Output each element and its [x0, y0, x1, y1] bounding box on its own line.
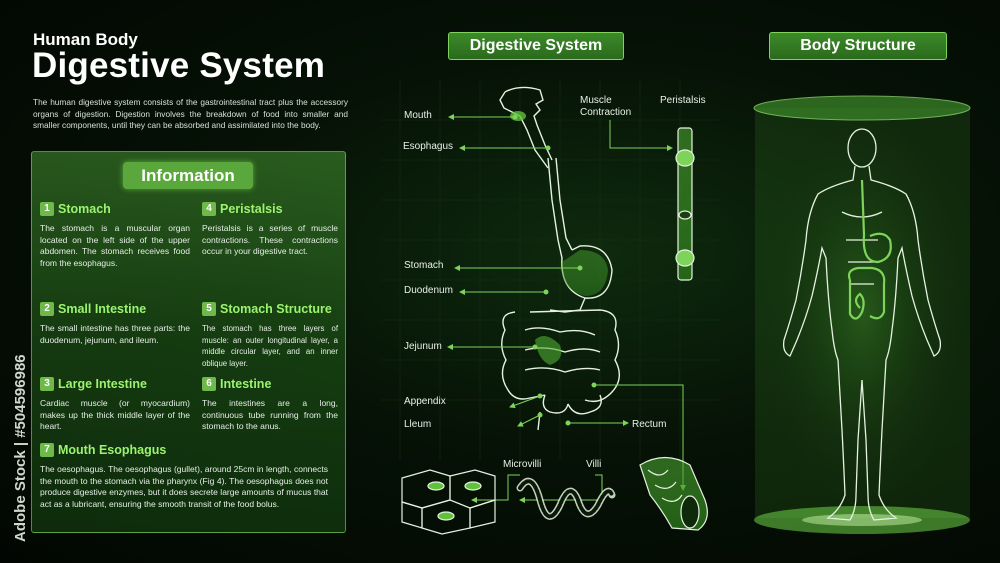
info-item-small-intestine: 2 Small Intestine The small intestine has…	[40, 300, 190, 346]
info-item-stomach-structure: 5 Stomach Structure The stomach has three…	[202, 300, 338, 369]
item-title: Small Intestine	[58, 301, 147, 316]
label-microvilli: Microvilli	[503, 459, 542, 470]
item-description: The intestines are a long, continuous tu…	[202, 398, 338, 431]
intestine-segment	[639, 456, 708, 531]
item-title: Large Intestine	[58, 376, 147, 391]
info-item-intestine: 6 Intestine The intestines are a long, co…	[202, 375, 338, 433]
item-title: Intestine	[220, 376, 272, 391]
label-rectum: Rectum	[632, 419, 667, 430]
jejunum-glow	[535, 336, 562, 365]
villi-wave-inner	[518, 479, 614, 519]
page-title: Digestive System	[32, 46, 326, 85]
body-cylinder	[753, 95, 971, 534]
label-muscle-contraction: Muscle Contraction	[580, 95, 632, 118]
info-item-mouth-esophagus: 7 Mouth Esophagus The oesophagus. The oes…	[40, 441, 328, 510]
item-number: 4	[202, 201, 216, 216]
label-villi: Villi	[586, 459, 602, 470]
item-title: Mouth Esophagus	[58, 442, 167, 457]
watermark: Adobe Stock | #504596986	[12, 134, 29, 542]
label-ileum: Lleum	[404, 419, 432, 430]
item-number: 6	[202, 376, 216, 391]
item-title: Peristalsis	[220, 201, 283, 216]
pointer-dots	[512, 114, 597, 426]
label-stomach: Stomach	[404, 260, 444, 271]
label-appendix: Appendix	[404, 396, 446, 407]
digestive-system-heading: Digestive System	[448, 32, 624, 60]
intro-paragraph: The human digestive system consists of t…	[33, 97, 348, 130]
information-title: Information	[123, 162, 253, 189]
stomach-glow	[561, 250, 608, 296]
item-description: Cardiac muscle (or myocardium) makes up …	[40, 398, 190, 431]
cell-block	[401, 469, 496, 535]
page-subtitle: Human Body	[33, 30, 138, 49]
label-esophagus: Esophagus	[403, 141, 454, 152]
item-description: Peristalsis is a series of muscle contra…	[202, 223, 338, 256]
peristalsis-tube	[675, 127, 695, 281]
item-description: The small intestine has three parts: the…	[40, 323, 190, 345]
label-duodenum: Duodenum	[404, 285, 453, 296]
label-mouth: Mouth	[404, 110, 432, 121]
item-number: 1	[40, 201, 54, 216]
info-item-peristalsis: 4 Peristalsis Peristalsis is a series of …	[202, 200, 338, 258]
item-number: 2	[40, 301, 54, 316]
body-digestive-organs	[847, 179, 892, 320]
human-figure	[782, 128, 942, 521]
label-peristalsis: Peristalsis	[660, 95, 706, 106]
item-description: The oesophagus. The oesophagus (gullet),…	[40, 464, 328, 509]
digestive-tract	[499, 86, 620, 431]
body-structure-heading: Body Structure	[769, 32, 947, 60]
info-item-large-intestine: 3 Large Intestine Cardiac muscle (or myoc…	[40, 375, 190, 433]
item-title: Stomach	[58, 201, 111, 216]
item-description: The stomach is a muscular organ located …	[40, 223, 190, 268]
label-jejunum: Jejunum	[404, 341, 442, 352]
item-title: Stomach Structure	[220, 301, 332, 316]
item-number: 3	[40, 376, 54, 391]
item-number: 5	[202, 301, 216, 316]
pointer-lines	[447, 114, 686, 503]
info-item-stomach: 1 Stomach The stomach is a muscular organ…	[40, 200, 190, 269]
item-number: 7	[40, 442, 54, 457]
mouth-glow	[510, 111, 526, 121]
watermark-text: Adobe Stock | #504596986	[12, 354, 29, 542]
information-panel	[31, 151, 346, 533]
item-description: The stomach has three layers of muscle: …	[202, 324, 338, 368]
